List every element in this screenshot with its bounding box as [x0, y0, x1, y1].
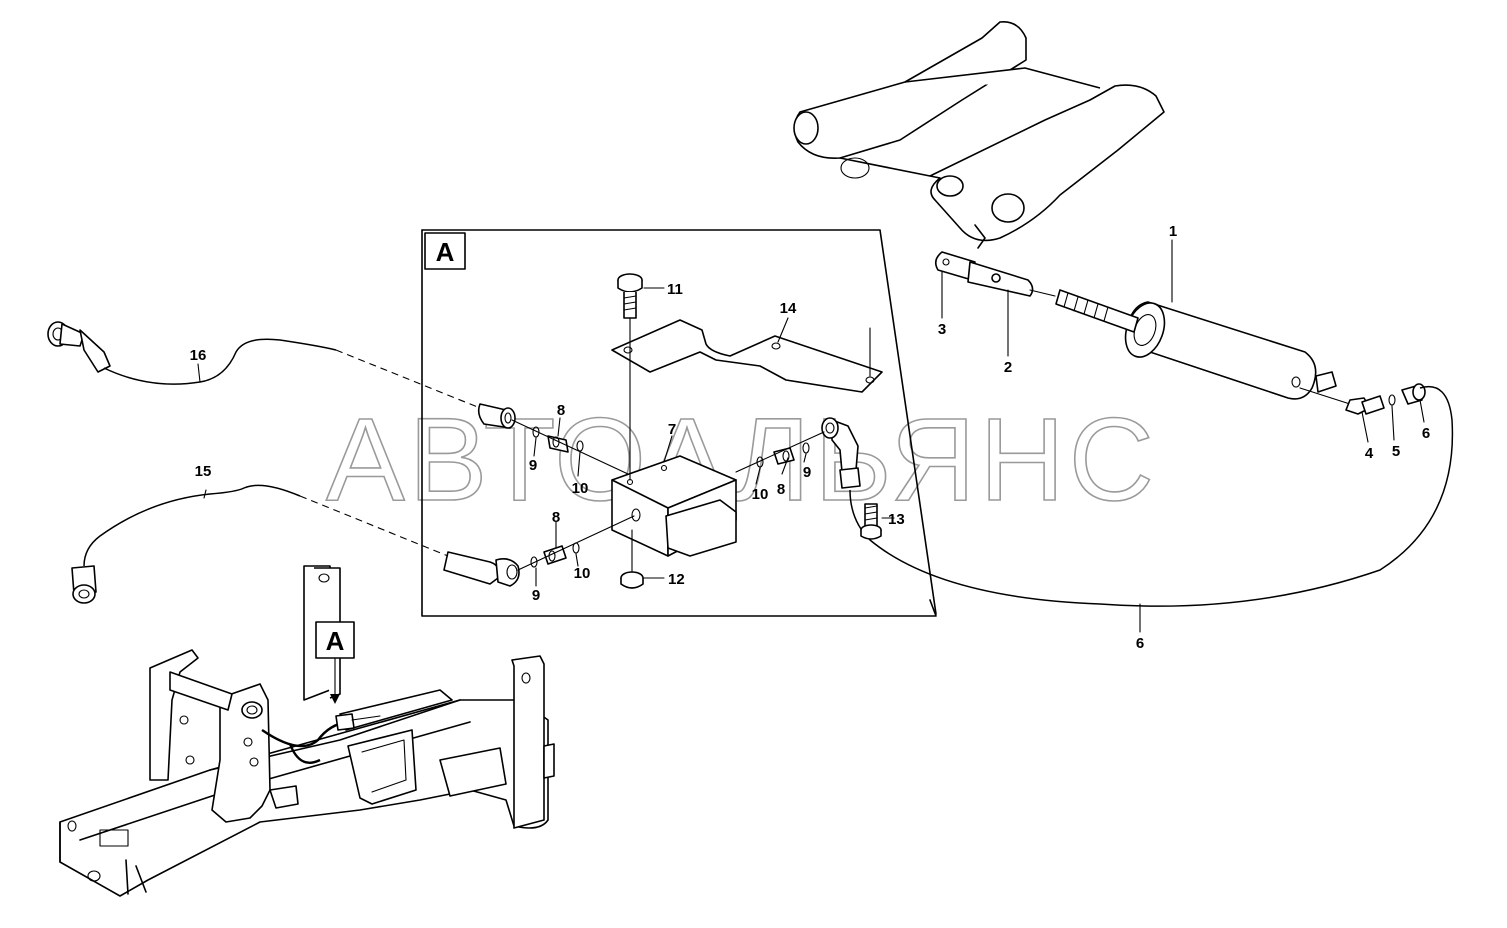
callout-10-right: 10 — [752, 486, 769, 503]
nut-12-drawing — [620, 529, 644, 589]
elbow-fitting-drawing — [821, 417, 861, 489]
frame-marker-label: A — [326, 626, 345, 656]
detail-a-frame — [421, 229, 937, 617]
callout-14: 14 — [780, 300, 797, 317]
callout-9-right: 9 — [803, 464, 811, 481]
lift-cylinder-drawing — [934, 251, 1426, 415]
detail-a-label-box — [424, 232, 466, 270]
hose-15-drawing — [71, 484, 449, 604]
leader-lines — [197, 239, 1425, 633]
callout-8-right: 8 — [777, 481, 785, 498]
callout-3: 3 — [938, 321, 946, 338]
callout-15: 15 — [195, 463, 212, 480]
callout-6-fitting: 6 — [1422, 425, 1430, 442]
callout-5: 5 — [1392, 443, 1400, 460]
lift-arm-drawing — [793, 21, 1165, 249]
callout-7: 7 — [668, 421, 676, 438]
callout-16: 16 — [190, 347, 207, 364]
bracket-14-drawing — [611, 319, 883, 393]
callout-11: 11 — [667, 281, 683, 298]
bolt-13-drawing — [860, 503, 882, 540]
hose-6-drawing — [849, 386, 1454, 607]
callout-10-upper: 10 — [572, 480, 589, 497]
frame-marker-box — [315, 621, 355, 659]
callout-8-lower: 8 — [552, 509, 560, 526]
hose-16-end-connector — [477, 403, 516, 429]
callout-8-upper: 8 — [557, 402, 565, 419]
hose-16-drawing — [47, 321, 481, 409]
valve-block-7-drawing — [611, 455, 737, 557]
callout-2: 2 — [1004, 359, 1012, 376]
bolt-11-drawing — [617, 273, 643, 481]
detail-a-label: A — [436, 237, 455, 267]
callout-labels: 1 2 3 4 5 6 6 7 8 8 8 9 9 9 10 10 10 11 … — [190, 223, 1431, 652]
adapters-and-orings — [511, 419, 825, 571]
callout-10-lower: 10 — [574, 565, 591, 582]
callout-9-upper: 9 — [529, 457, 537, 474]
callout-13: 13 — [888, 511, 905, 528]
callout-6-hose: 6 — [1136, 635, 1144, 652]
callout-12: 12 — [668, 571, 685, 588]
frame-marker-arrow — [330, 694, 340, 704]
watermark-text: АВТОАЛЬЯНС — [326, 394, 1158, 526]
hose-15-end-connector — [443, 551, 520, 587]
callout-1: 1 — [1169, 223, 1177, 240]
callout-4: 4 — [1365, 445, 1374, 462]
callout-9-lower: 9 — [532, 587, 540, 604]
